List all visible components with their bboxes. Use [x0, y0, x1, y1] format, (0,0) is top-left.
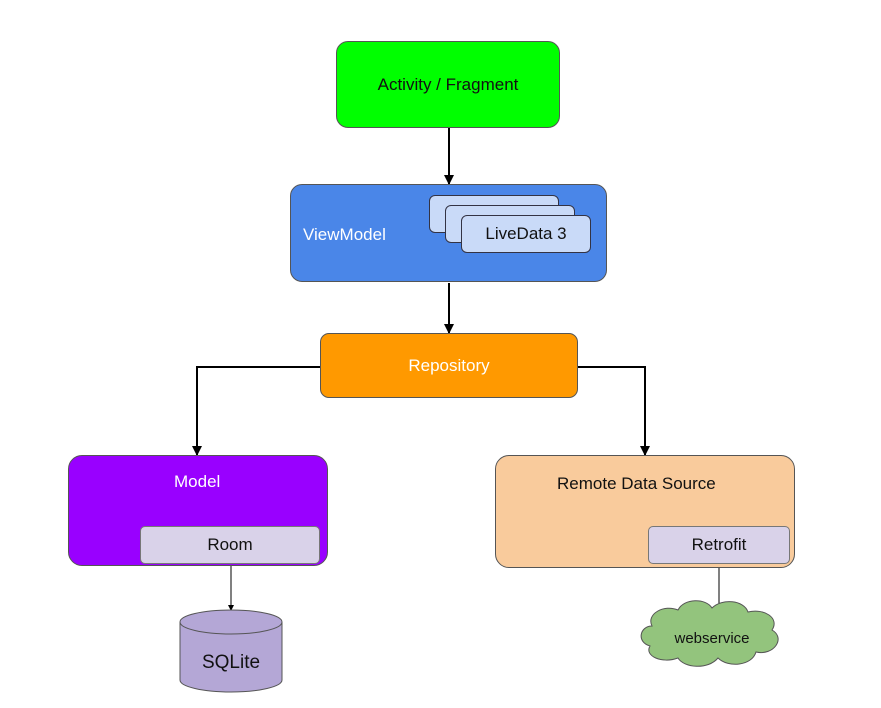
- activity-fragment-node: Activity / Fragment: [336, 41, 560, 128]
- room-node: Room: [140, 526, 320, 564]
- room-label: Room: [207, 535, 253, 554]
- sqlite-cylinder: [179, 609, 283, 693]
- arrow-repository-to-remote: [578, 366, 650, 456]
- livedata-label: LiveData 3: [485, 224, 567, 243]
- arrow-repository-to-model: [192, 366, 320, 456]
- webservice-cloud: [640, 600, 779, 667]
- retrofit-label: Retrofit: [691, 535, 747, 554]
- model-label: Model: [174, 472, 221, 491]
- sqlite-label: SQLite: [201, 652, 261, 673]
- activity-fragment-label: Activity / Fragment: [377, 74, 519, 94]
- remote-data-source-label: Remote Data Source: [557, 474, 716, 493]
- livedata-node: LiveData 3: [461, 215, 591, 253]
- repository-node: Repository: [320, 333, 578, 398]
- retrofit-node: Retrofit: [648, 526, 790, 564]
- repository-label: Repository: [408, 355, 490, 375]
- viewmodel-label: ViewModel: [303, 225, 386, 244]
- webservice-label: webservice: [674, 630, 750, 647]
